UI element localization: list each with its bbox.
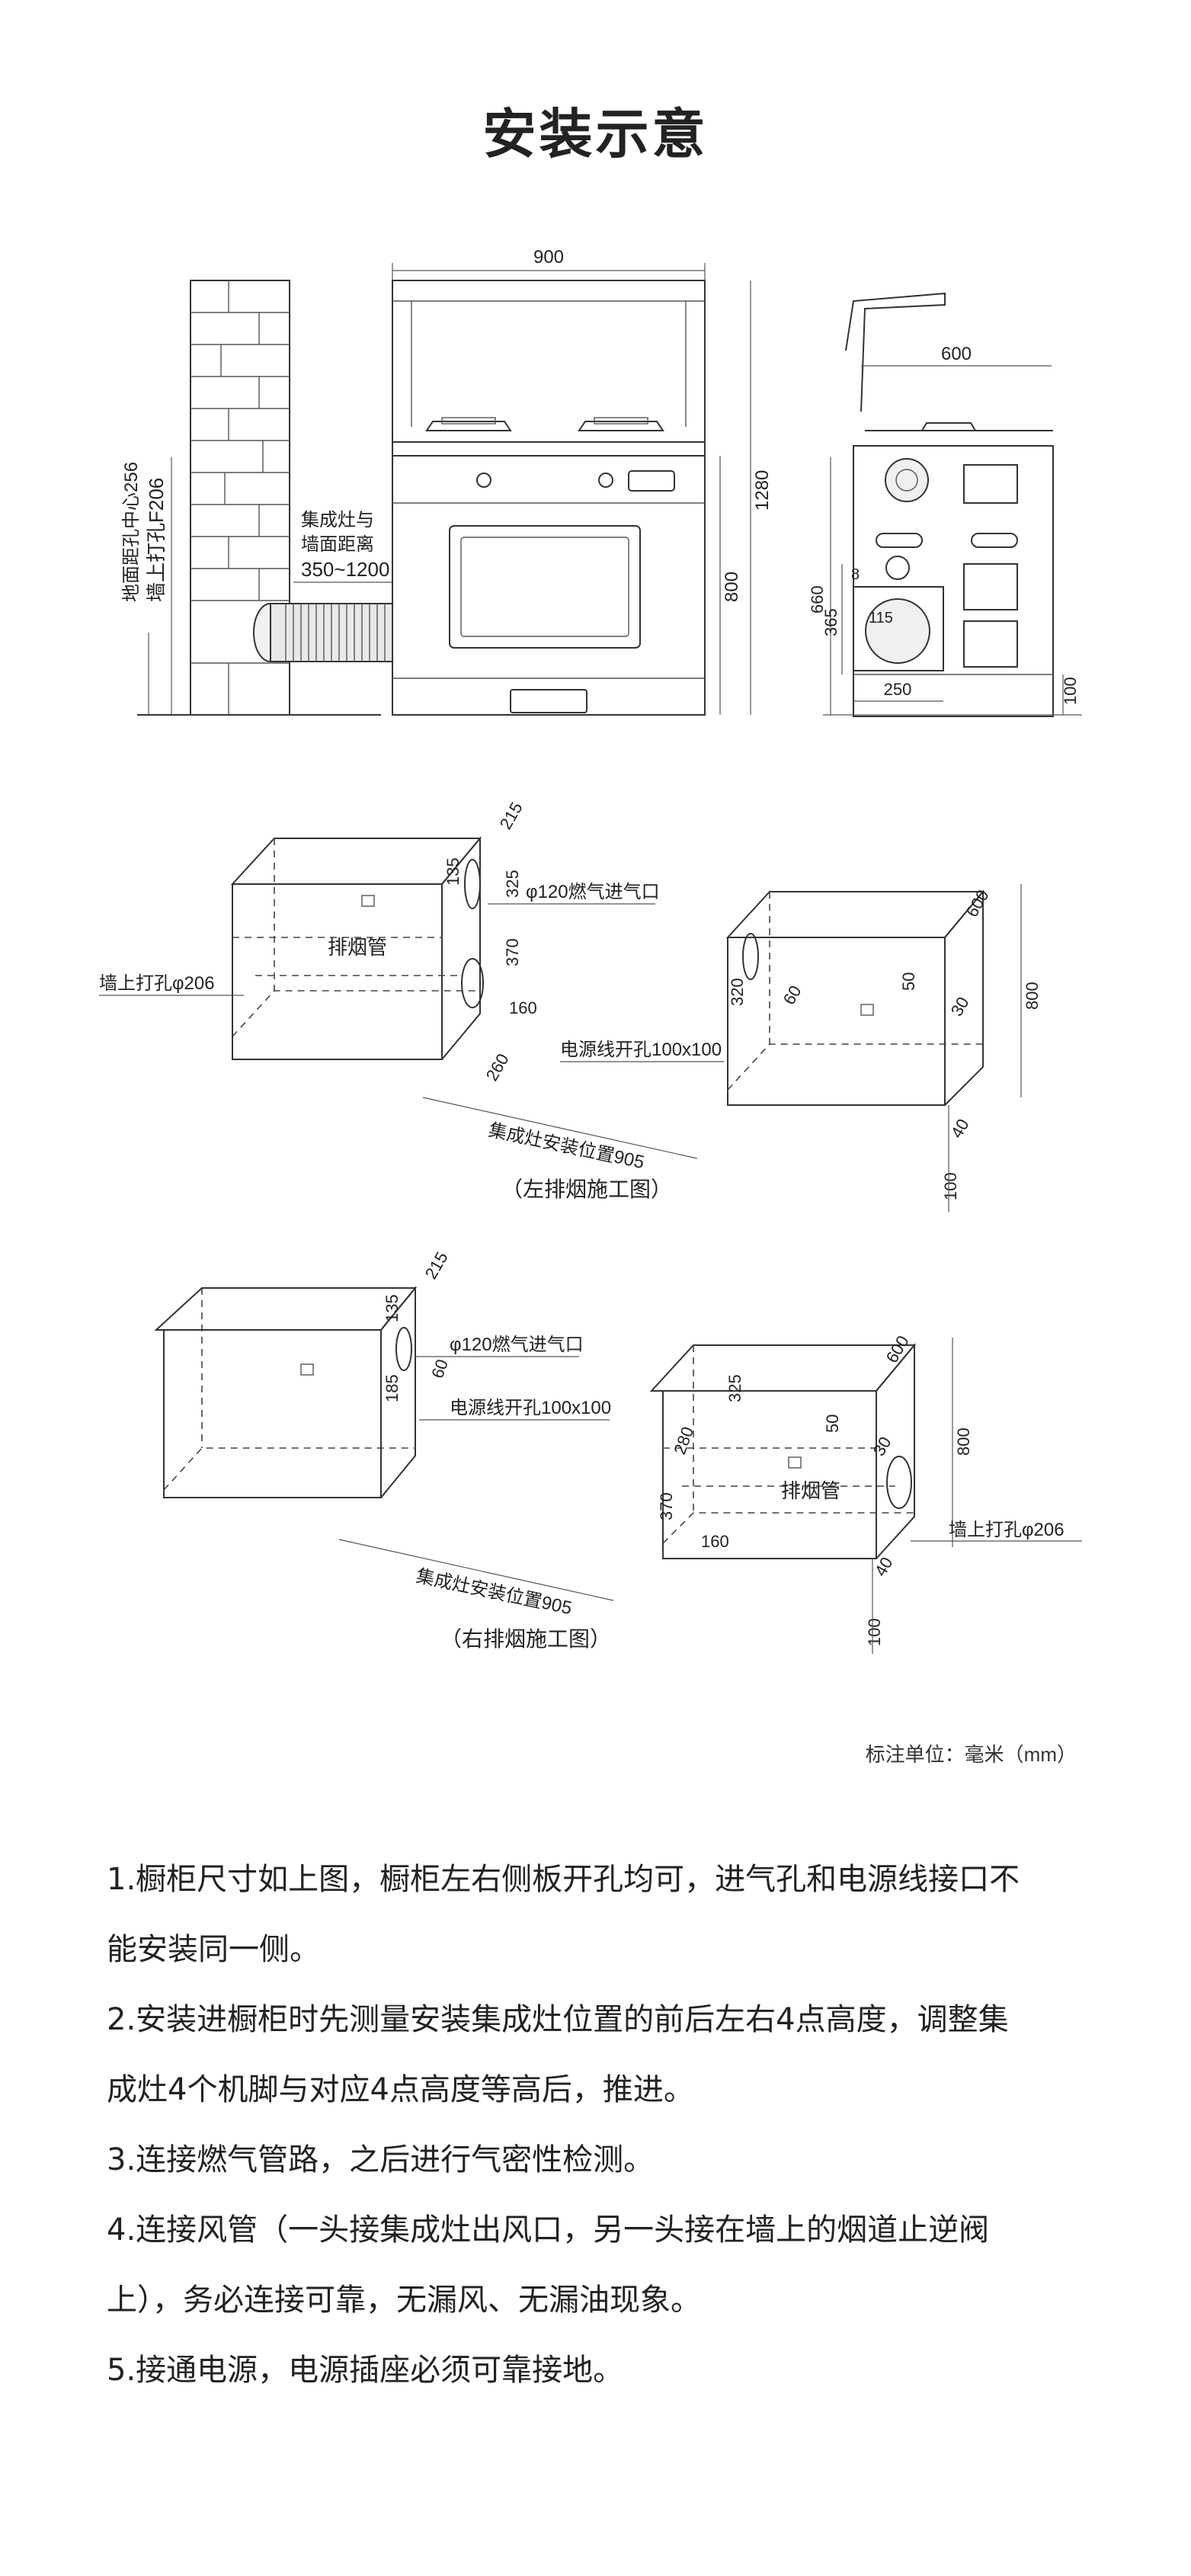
distance-value: 350~1200: [301, 558, 389, 581]
left-a-370: 370: [503, 938, 522, 966]
right-b-wall-hole: 墙上打孔φ206: [949, 1520, 1065, 1540]
left-b-60: 60: [780, 982, 805, 1008]
distance-label-2: 墙面距离: [301, 534, 374, 555]
wall-hole-label: 墙上打孔F206: [145, 478, 168, 602]
right-a-60: 60: [427, 1357, 452, 1381]
left-exhaust-cabinet-a: 排烟管 墙上打孔φ206 215 135 325 φ120燃气进气口 370 1…: [99, 799, 698, 1201]
width-900-label: 900: [533, 247, 564, 268]
left-b-320: 320: [728, 978, 747, 1006]
right-b-100: 100: [865, 1618, 884, 1646]
right-caption: （右排烟施工图）: [440, 1627, 611, 1651]
instruction-line: 1.橱柜尺寸如上图，橱柜左右侧板开孔均可，进气孔和电源线接口不: [107, 1862, 1020, 1897]
instruction-line: 成灶4个机脚与对应4点高度等高后，推进。: [107, 2072, 694, 2107]
right-b-160: 160: [701, 1532, 729, 1551]
left-caption: （左排烟施工图）: [501, 1177, 672, 1201]
side-660-label: 660: [808, 585, 827, 614]
side-100-label: 100: [1061, 677, 1080, 705]
right-b-40: 40: [871, 1554, 897, 1580]
right-b-280: 280: [670, 1424, 697, 1457]
right-a-185: 185: [383, 1374, 402, 1402]
instruction-line: 5.接通电源，电源插座必须可靠接地。: [107, 2353, 624, 2388]
front-view: 900 1280 800: [392, 247, 773, 716]
instruction-line: 能安装同一侧。: [107, 1932, 320, 1967]
wall-hole-center-label: 地面距孔中心256: [121, 462, 142, 602]
left-a-gas-inlet: φ120燃气进气口: [526, 882, 660, 902]
unit-note: 标注单位：毫米（mm）: [865, 1743, 1077, 1766]
right-a-power-hole: 电源线开孔100x100: [450, 1398, 611, 1418]
left-b-50: 50: [899, 972, 918, 991]
instruction-line: 3.连接燃气管路，之后进行气密性检测。: [107, 2142, 655, 2177]
instruction-line: 4.连接风管（一头接集成灶出风口，另一头接在墙上的烟道止逆阀: [107, 2212, 990, 2248]
left-a-wall-hole: 墙上打孔φ206: [99, 973, 215, 994]
left-install-position: 集成灶安装位置905: [487, 1120, 646, 1173]
left-b-power-hole: 电源线开孔100x100: [560, 1040, 722, 1060]
left-a-215: 215: [496, 799, 527, 832]
instruction-line: 上），务必连接可靠，无漏风、无漏油现象。: [107, 2283, 701, 2318]
right-exhaust-cabinet-b: 排烟管 600 325 50 280 30 800 370 160 墙上打孔φ2…: [649, 1332, 1082, 1654]
left-a-325: 325: [503, 870, 522, 898]
left-a-260: 260: [482, 1050, 513, 1084]
left-a-135: 135: [443, 857, 463, 886]
right-b-exhaust-pipe: 排烟管: [781, 1479, 840, 1502]
left-b-30: 30: [947, 994, 973, 1020]
distance-label-1: 集成灶与: [301, 510, 374, 530]
installation-diagram: 地面距孔中心256 墙上打孔F206 集成灶与 墙面距离 350~1200 90…: [99, 247, 1082, 1654]
right-b-325: 325: [725, 1374, 744, 1402]
right-exhaust-cabinet-a: 215 135 φ120燃气进气口 185 60 电源线开孔100x100 集成…: [154, 1248, 614, 1651]
exhaust-duct: [253, 603, 393, 662]
left-b-100: 100: [941, 1172, 960, 1200]
left-b-40: 40: [947, 1116, 973, 1142]
right-b-30: 30: [869, 1434, 895, 1459]
side-365-label: 365: [821, 608, 840, 636]
instruction-line: 2.安装进橱柜时先测量安装集成灶位置的前后左右4点高度，调整集: [107, 2002, 1009, 2037]
right-b-370: 370: [657, 1492, 676, 1520]
left-a-exhaust-pipe: 排烟管: [328, 936, 387, 959]
side-250-label: 250: [884, 680, 912, 699]
right-b-600: 600: [882, 1332, 913, 1366]
wall-section: [137, 280, 381, 716]
right-a-135: 135: [383, 1294, 402, 1322]
page-title: 安装示意: [482, 103, 709, 165]
side-115-label: 115: [869, 610, 893, 626]
side-8-label: 8: [851, 566, 860, 583]
right-a-215: 215: [421, 1248, 452, 1282]
right-a-gas-inlet: φ120燃气进气口: [450, 1334, 584, 1355]
height-800-label: 800: [722, 572, 742, 602]
left-a-160: 160: [509, 998, 537, 1017]
height-1280-label: 1280: [752, 470, 773, 511]
side-view: 600 660 365 8 115 250 100: [808, 292, 1082, 717]
side-depth-600-label: 600: [941, 344, 972, 364]
right-b-50: 50: [823, 1415, 842, 1433]
right-b-800: 800: [954, 1427, 973, 1456]
left-b-800: 800: [1023, 982, 1042, 1010]
instructions-list: 1.橱柜尺寸如上图，橱柜左右侧板开孔均可，进气孔和电源线接口不 能安装同一侧。 …: [107, 1844, 1090, 2405]
